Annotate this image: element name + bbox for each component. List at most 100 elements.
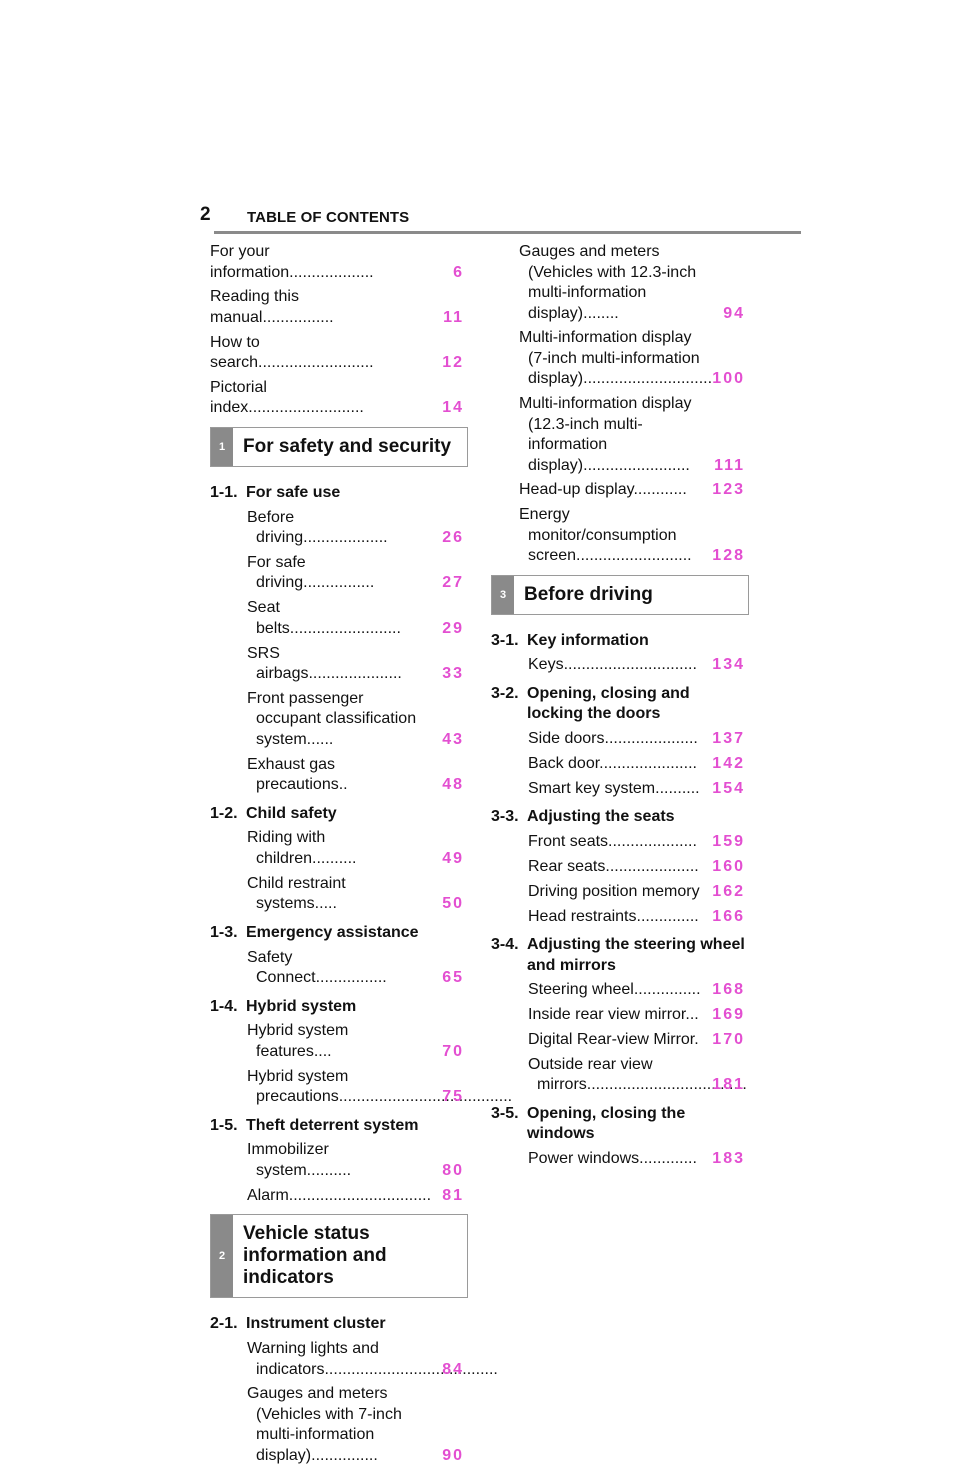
section-heading: 1-2.Child safety — [210, 804, 468, 825]
toc-entry[interactable]: Steering wheel...............168 — [491, 980, 749, 1001]
toc-entry[interactable]: Gauges and meters (Vehicles with 12.3-in… — [482, 242, 749, 324]
page-link[interactable]: 75 — [442, 1088, 464, 1106]
toc-entry[interactable]: Head restraints..............166 — [491, 907, 749, 928]
dot-leader: ................... — [303, 529, 388, 547]
page-link[interactable]: 11 — [443, 308, 464, 326]
page-link[interactable]: 49 — [442, 849, 464, 867]
chapter-number-tab: 3 — [492, 575, 514, 614]
toc-entry[interactable]: How to search..........................1… — [210, 333, 468, 374]
page-link[interactable]: 137 — [712, 730, 745, 748]
section-title-text: Opening, closing and locking the doors — [527, 684, 690, 723]
toc-entry[interactable]: Head-up display............123 — [482, 480, 749, 501]
section-heading: 1-3.Emergency assistance — [210, 923, 468, 944]
dot-leader: ............... — [311, 1446, 378, 1464]
toc-entry[interactable]: Multi-information display (12.3-inch mul… — [482, 394, 749, 476]
page-link[interactable]: 154 — [712, 779, 745, 797]
toc-entry[interactable]: Keys..............................134 — [491, 655, 749, 676]
page-link[interactable]: 90 — [442, 1446, 464, 1464]
toc-entry[interactable]: Riding with children..........49 — [210, 828, 468, 869]
entry-label: Multi-information display (12.3-inch mul… — [519, 395, 692, 474]
toc-entry[interactable]: Hybrid system features....70 — [210, 1021, 468, 1062]
toc-entry[interactable]: Front seats....................159 — [491, 832, 749, 853]
toc-entry[interactable]: Power windows.............183 — [491, 1149, 749, 1170]
entry-label: Alarm — [247, 1186, 289, 1204]
dot-leader: .......................... — [576, 547, 692, 565]
page-link[interactable]: 84 — [442, 1360, 464, 1378]
page-link[interactable]: 160 — [712, 857, 745, 875]
toc-entry[interactable]: Seat belts.........................29 — [210, 598, 468, 639]
toc-entry[interactable]: Warning lights and indicators...........… — [210, 1339, 498, 1380]
toc-entry[interactable]: Rear seats.....................160 — [491, 857, 749, 878]
toc-entry[interactable]: For your information...................6 — [210, 242, 468, 283]
page-link[interactable]: 81 — [442, 1186, 464, 1204]
page-link[interactable]: 50 — [442, 895, 464, 913]
page-link[interactable]: 100 — [712, 370, 745, 388]
toc-entry[interactable]: Exhaust gas precautions..48 — [210, 755, 468, 796]
toc-entry[interactable]: Outside rear view mirrors...............… — [491, 1055, 749, 1096]
section-number: 1-3. — [210, 923, 238, 941]
toc-entry[interactable]: Before driving...................26 — [210, 508, 468, 549]
dot-leader: .......... — [306, 1161, 352, 1179]
toc-entry[interactable]: Reading this manual................11 — [210, 287, 468, 328]
page-link[interactable]: 48 — [442, 776, 464, 794]
toc-entry[interactable]: Safety Connect................65 — [210, 948, 468, 989]
page-link[interactable]: 111 — [714, 456, 745, 474]
page-link[interactable]: 142 — [712, 755, 745, 773]
page-link[interactable]: 162 — [712, 882, 745, 900]
toc-entry[interactable]: Energy monitor/consumption screen.......… — [482, 505, 749, 567]
toc-entry[interactable]: Inside rear view mirror...169 — [491, 1005, 749, 1026]
page-link[interactable]: 123 — [712, 481, 745, 499]
entry-label: Exhaust gas precautions — [247, 755, 339, 794]
entry-label: Immobilizer system — [247, 1141, 329, 1179]
page-link[interactable]: 183 — [712, 1150, 745, 1168]
dot-leader: .............................. — [563, 656, 697, 674]
page-link[interactable]: 80 — [442, 1161, 464, 1179]
page-link[interactable]: 14 — [442, 399, 464, 417]
page-link[interactable]: 29 — [442, 619, 464, 637]
page-link[interactable]: 169 — [712, 1006, 745, 1024]
page-link[interactable]: 166 — [712, 907, 745, 925]
page-link[interactable]: 33 — [442, 665, 464, 683]
toc-entry[interactable]: Digital Rear-view Mirror.170 — [491, 1030, 749, 1051]
page-link[interactable]: 27 — [442, 574, 464, 592]
page-link[interactable]: 159 — [712, 833, 745, 851]
page-number: 2 — [200, 204, 211, 225]
page-link[interactable]: 6 — [453, 263, 464, 281]
section-number: 1-1. — [210, 483, 238, 501]
toc-entry[interactable]: Side doors.....................137 — [491, 729, 749, 750]
page-link[interactable]: 128 — [712, 547, 745, 565]
toc-entry[interactable]: Back door......................142 — [491, 754, 749, 775]
toc-entry[interactable]: SRS airbags.....................33 — [210, 644, 468, 685]
page-link[interactable]: 168 — [712, 981, 745, 999]
section-title-text: Hybrid system — [246, 997, 357, 1015]
page-link[interactable]: 181 — [712, 1076, 745, 1094]
page-link[interactable]: 65 — [442, 969, 464, 987]
entry-label: Energy monitor/consumption screen — [519, 506, 677, 565]
toc-entry[interactable]: Alarm................................ 81 — [210, 1186, 468, 1207]
toc-entry[interactable]: Multi-information display (7-inch multi-… — [482, 328, 749, 390]
page-link[interactable]: 94 — [723, 304, 745, 322]
page-link[interactable]: 43 — [442, 730, 464, 748]
section-number: 1-2. — [210, 804, 238, 822]
page-link[interactable]: 12 — [442, 354, 464, 372]
entry-label: Rear seats — [528, 857, 606, 875]
toc-entry[interactable]: For safe driving................27 — [210, 553, 468, 594]
page-link[interactable]: 70 — [442, 1042, 464, 1060]
toc-entry[interactable]: Hybrid system precautions...............… — [210, 1067, 512, 1108]
toc-entry[interactable]: Smart key system..........154 — [491, 779, 749, 800]
toc-entry[interactable]: Pictorial index.........................… — [210, 378, 468, 419]
page-link[interactable]: 170 — [712, 1030, 745, 1048]
toc-entry[interactable]: Child restraint systems.....50 — [210, 874, 468, 915]
toc-entry[interactable]: Gauges and meters (Vehicles with 7-inch … — [210, 1384, 468, 1466]
dot-leader: ................................ — [288, 1186, 432, 1204]
entry-label: How to search — [210, 333, 260, 372]
dot-leader: .................................... — [586, 1076, 747, 1094]
entry-label: Hybrid system precautions — [247, 1067, 349, 1106]
dot-leader: ... — [685, 1006, 699, 1024]
toc-entry[interactable]: Immobilizer system.......... 80 — [210, 1140, 468, 1181]
page-link[interactable]: 26 — [442, 529, 464, 547]
toc-entry[interactable]: Front passenger occupant classification … — [210, 689, 468, 751]
entry-label: Hybrid system features — [247, 1022, 349, 1060]
page-link[interactable]: 134 — [712, 656, 745, 674]
